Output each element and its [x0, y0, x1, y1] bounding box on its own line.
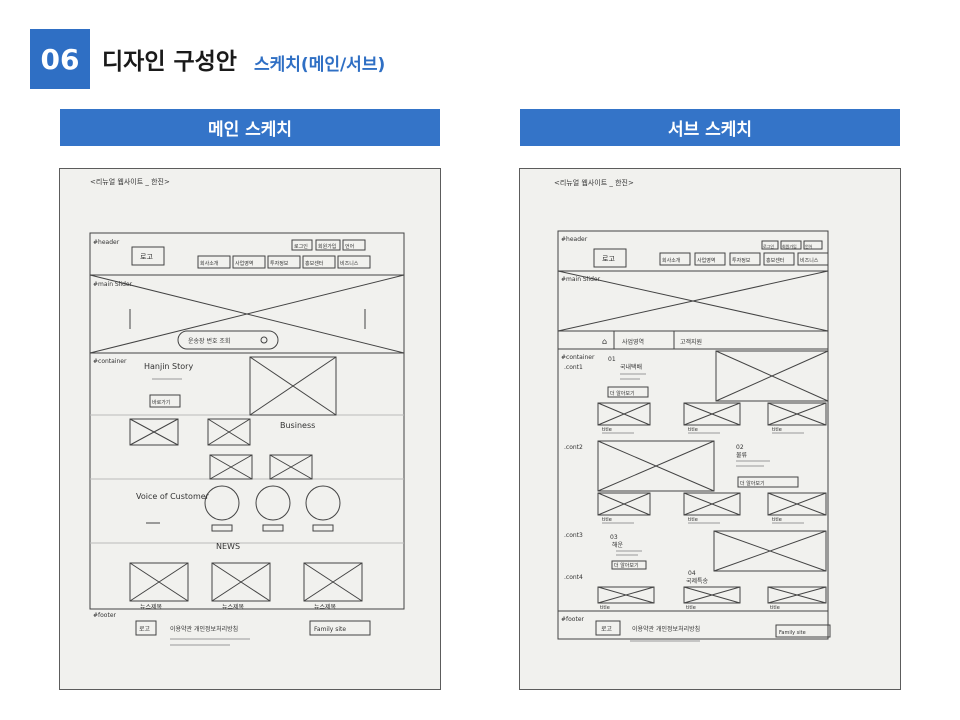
main-sketch-drawing: <리뉴얼 웹사이트 _ 한진> #header 로고 로그인 회원가입 언어 회… [89, 177, 405, 646]
main-header-tag: #header [93, 239, 120, 246]
main-top-note: <리뉴얼 웹사이트 _ 한진> [90, 177, 170, 186]
main-logo-label: 로고 [140, 253, 153, 261]
main-gnb-item: 투자정보 [270, 260, 289, 267]
main-business-title: Business [280, 421, 315, 430]
main-container-tag: #container [93, 358, 127, 365]
sub-cont-label: .cont2 [564, 444, 583, 451]
sub-container-tag: #container [561, 354, 595, 361]
sub-footer-logo: 로고 [601, 626, 613, 633]
page-subtitle: 스케치(메인/서브) [254, 55, 386, 75]
sub-cont-number: 01 [608, 356, 616, 363]
main-util-item: 언어 [345, 243, 354, 250]
main-gnb-item: 홍보센터 [305, 260, 323, 267]
sub-gnb-item: 홍보센터 [766, 257, 784, 264]
sub-sketch-heading: 서브 스케치 [520, 109, 900, 146]
sub-cont-number: 04 [688, 570, 696, 577]
sub-sketch-paper: <리뉴얼 웹사이트 _ 한진> #header 로고 로그인 회원가입 언어 회… [519, 168, 901, 690]
main-gnb-item: 비즈니스 [340, 260, 359, 267]
sub-location-item: 고객지원 [680, 338, 702, 346]
sub-sketch-drawing: <리뉴얼 웹사이트 _ 한진> #header 로고 로그인 회원가입 언어 회… [554, 178, 831, 642]
sub-header-tag: #header [561, 236, 588, 243]
sub-card-title: title [602, 427, 612, 433]
sub-card-title: title [600, 605, 610, 611]
main-gnb-item: 사업영역 [235, 260, 253, 267]
sub-card-title: title [688, 427, 698, 433]
page-title: 디자인 구성안 [102, 49, 237, 75]
main-gnb-item: 회사소개 [200, 260, 219, 267]
sub-gnb-item: 회사소개 [662, 257, 681, 264]
sub-family-site: Family site [779, 630, 806, 636]
sub-card-title: title [602, 517, 612, 523]
main-util-item: 로그인 [294, 243, 308, 250]
sub-card-title: title [770, 605, 780, 611]
main-story-title: Hanjin Story [144, 362, 193, 371]
sub-card-title: title [772, 427, 782, 433]
main-more-button: 바로가기 [152, 399, 170, 406]
sub-cont-title: 국내택배 [620, 363, 642, 371]
section-number-badge: 06 [30, 29, 90, 89]
sub-location-item: 사업영역 [622, 338, 644, 346]
sub-cont-number: 02 [736, 444, 744, 451]
sub-logo-label: 로고 [602, 255, 615, 263]
sub-more-button: 더 알아보기 [614, 562, 639, 569]
sub-card-title: title [772, 517, 782, 523]
main-sketch-heading: 메인 스케치 [60, 109, 440, 146]
sub-more-button: 더 알아보기 [610, 390, 635, 397]
sub-gnb-item: 비즈니스 [800, 257, 819, 264]
main-sketch-paper: <리뉴얼 웹사이트 _ 한진> #header 로고 로그인 회원가입 언어 회… [59, 168, 441, 690]
main-news-title: NEWS [216, 542, 240, 551]
sub-footer-links: 이용약관 개인정보처리방침 [632, 625, 700, 633]
sub-cont-title: 물류 [736, 452, 748, 459]
sub-top-note: <리뉴얼 웹사이트 _ 한진> [554, 178, 634, 187]
main-util-item: 회원가입 [318, 243, 336, 250]
sub-card-title: title [686, 605, 696, 611]
main-news-label: 뉴스제목 [222, 603, 245, 611]
main-footer-tag: #footer [93, 612, 117, 619]
sub-cont-number: 03 [610, 534, 618, 541]
sub-footer-tag: #footer [561, 616, 585, 623]
main-news-label: 뉴스제목 [140, 603, 163, 611]
sub-cont-label: .cont4 [564, 574, 583, 581]
sub-cont-title: 국제특송 [686, 577, 709, 585]
sub-more-button: 더 알아보기 [740, 480, 765, 487]
sub-cont-label: .cont3 [564, 532, 583, 539]
sub-gnb-item: 사업영역 [697, 257, 715, 264]
sub-slider-tag: #main Slider [561, 276, 601, 283]
sub-util-item: 회원가입 [782, 243, 797, 249]
sub-cont-title: 해운 [612, 541, 624, 549]
sub-card-title: title [688, 517, 698, 523]
main-footer-logo: 로고 [139, 626, 151, 633]
sub-cont-label: .cont1 [564, 364, 583, 371]
main-family-site: Family site [314, 626, 346, 633]
main-slider-tag: #main Slider [93, 281, 133, 288]
main-news-label: 뉴스제목 [314, 603, 337, 611]
sub-gnb-item: 투자정보 [732, 257, 751, 264]
sub-util-item: 로그인 [763, 243, 774, 249]
main-voice-title: Voice of Customer [136, 492, 210, 501]
home-icon: ⌂ [602, 337, 607, 346]
main-search-text: 운송장 번호 조회 [188, 337, 230, 345]
sub-util-item: 언어 [805, 243, 813, 249]
main-footer-links: 이용약관 개인정보처리방침 [170, 625, 238, 633]
